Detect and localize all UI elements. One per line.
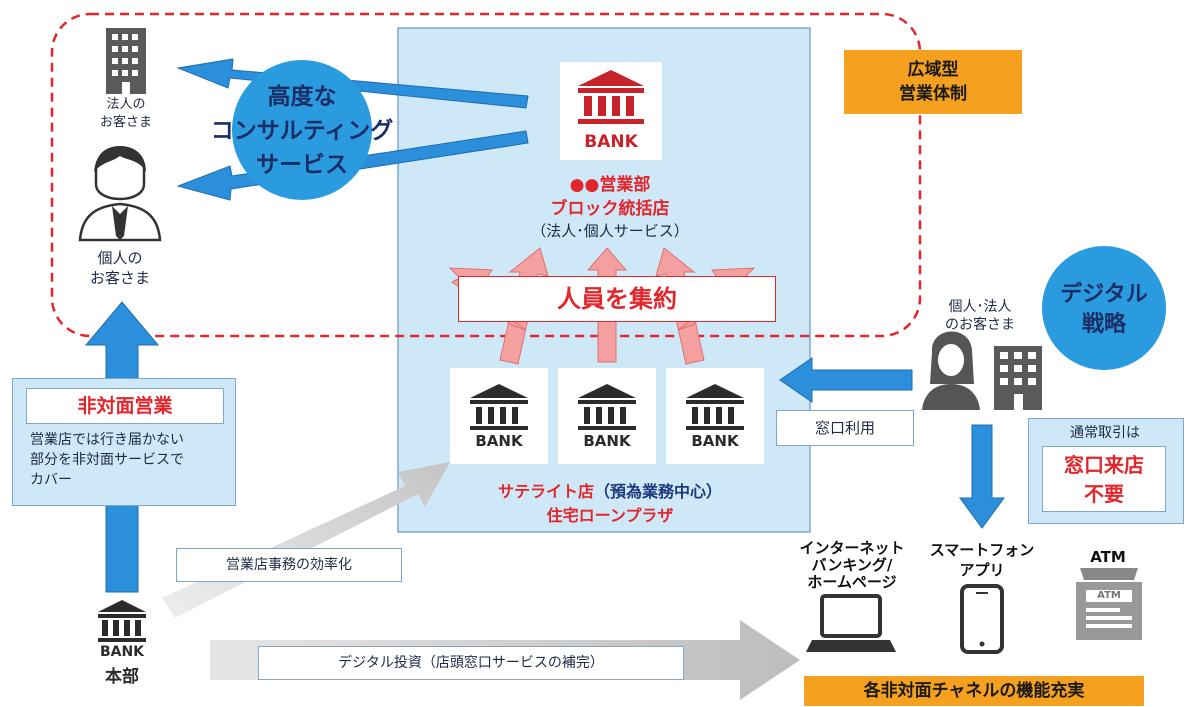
satellite-bank-text-1: BANK	[475, 432, 523, 450]
wide-area-badge: 広域型 営業体制	[844, 50, 1022, 114]
consolidation-box: 人員を集約	[458, 276, 776, 322]
non-face-title-box: 非対面営業	[26, 388, 224, 424]
consolidation-label: 人員を集約	[557, 285, 677, 313]
right-customers-line2: のお客さま	[945, 317, 1015, 333]
internet-banking-label: インターネット バンキング/ ホームページ	[782, 540, 922, 591]
bank-icon-red	[578, 70, 644, 124]
block-branch-line1: ●●営業部	[569, 175, 651, 195]
non-face-desc2: 部分を非対面サービスで	[30, 452, 184, 468]
digital-investment-box: デジタル投資（店頭窓口サービスの補完）	[258, 646, 684, 680]
wide-area-line2: 営業体制	[899, 84, 967, 104]
efficiency-label-box: 営業店事務の効率化	[176, 548, 402, 582]
atm-screen-text: ATM	[1097, 590, 1121, 601]
normal-transactions-box: 窓口来店 不要	[1042, 446, 1166, 512]
channels-footer: 各非対面チャネルの機能充実	[804, 676, 1144, 706]
hq-bank-text: BANK	[99, 644, 145, 660]
wide-area-dashed-region	[50, 12, 922, 338]
bank-icon-2	[578, 384, 636, 430]
normal-transactions-line1: 窓口来店	[1064, 453, 1144, 477]
atm-label: ATM	[1090, 548, 1126, 566]
digital-strategy-line1: デジタル	[1060, 282, 1148, 307]
internet-line3: ホームページ	[807, 573, 897, 591]
corporate-building-icon	[106, 28, 146, 94]
building-customer-icon	[994, 346, 1042, 410]
non-face-desc: 営業店では行き届かない 部分を非対面サービスで カバー	[14, 430, 234, 490]
individual-customer-label: 個人の お客さま	[70, 248, 170, 288]
satellite-bank-text-3: BANK	[691, 432, 739, 450]
normal-transactions-line2: 不要	[1084, 482, 1124, 506]
right-customers-line1: 個人･法人	[948, 299, 1012, 315]
corporate-line2: お客さま	[99, 115, 152, 130]
block-branch-line3: （法人･個人サービス）	[531, 222, 689, 240]
smartphone-icon	[960, 584, 1004, 654]
block-branch-line2: ブロック統括店	[550, 199, 670, 219]
digital-strategy-text: デジタル 戦略	[1044, 280, 1164, 340]
hq-label: 本部	[105, 667, 139, 687]
digital-investment-label: デジタル投資（店頭窓口サービスの補完）	[338, 655, 604, 671]
corporate-line1: 法人の	[106, 97, 146, 112]
satellite-note: （預為業務中心）	[594, 482, 723, 501]
channels-footer-label: 各非対面チャネルの機能充実	[863, 681, 1085, 701]
consulting-bubble	[232, 60, 372, 200]
normal-transactions-header: 通常取引は	[1070, 425, 1140, 441]
satellite-line2: 住宅ローンプラザ	[546, 506, 674, 525]
window-use-label: 窓口利用	[814, 419, 875, 437]
arrow-to-window	[779, 357, 913, 403]
bank-icon-1	[470, 384, 528, 430]
non-face-desc1: 営業店では行き届かない	[30, 432, 184, 448]
smartphone-app-label: スマートフォン アプリ	[912, 540, 1052, 580]
wide-area-line1: 広域型	[907, 60, 959, 80]
digital-strategy-line2: 戦略	[1081, 312, 1126, 337]
consulting-line3: サービス	[256, 152, 348, 178]
non-face-desc3: カバー	[30, 472, 72, 488]
internet-line2: バンキング/	[811, 556, 893, 574]
hq-bank-icon	[98, 600, 146, 642]
woman-customer-icon	[922, 331, 980, 410]
individual-line1: 個人の	[97, 249, 143, 267]
block-branch-bank-text: BANK	[584, 132, 638, 152]
window-use-box: 窓口利用	[776, 410, 914, 446]
internet-line1: インターネット	[799, 539, 905, 557]
satellite-bank-text-2: BANK	[583, 432, 631, 450]
businessman-icon	[78, 146, 162, 242]
smartphone-line1: スマートフォン	[929, 541, 1035, 559]
satellite-line1: サテライト店（預為業務中心）	[440, 478, 780, 502]
consulting-text: 高度な コンサルティング サービス	[202, 80, 402, 182]
smartphone-line2: アプリ	[959, 561, 1005, 579]
corporate-customer-label: 法人の お客さま	[76, 96, 176, 132]
right-customers-label: 個人･法人 のお客さま	[930, 298, 1030, 334]
laptop-icon	[806, 594, 896, 652]
consulting-line2: コンサルティング	[210, 118, 394, 144]
efficiency-label: 営業店事務の効率化	[226, 557, 352, 573]
satellite-name: サテライト店	[497, 482, 594, 501]
bank-icon-3	[686, 384, 744, 430]
arrow-to-smartphone	[959, 424, 1005, 529]
consulting-line1: 高度な	[267, 84, 337, 110]
individual-line2: お客さま	[89, 269, 150, 287]
digital-strategy-bubble	[1042, 246, 1166, 370]
non-face-title: 非対面営業	[77, 395, 173, 417]
atm-icon	[1076, 568, 1142, 640]
